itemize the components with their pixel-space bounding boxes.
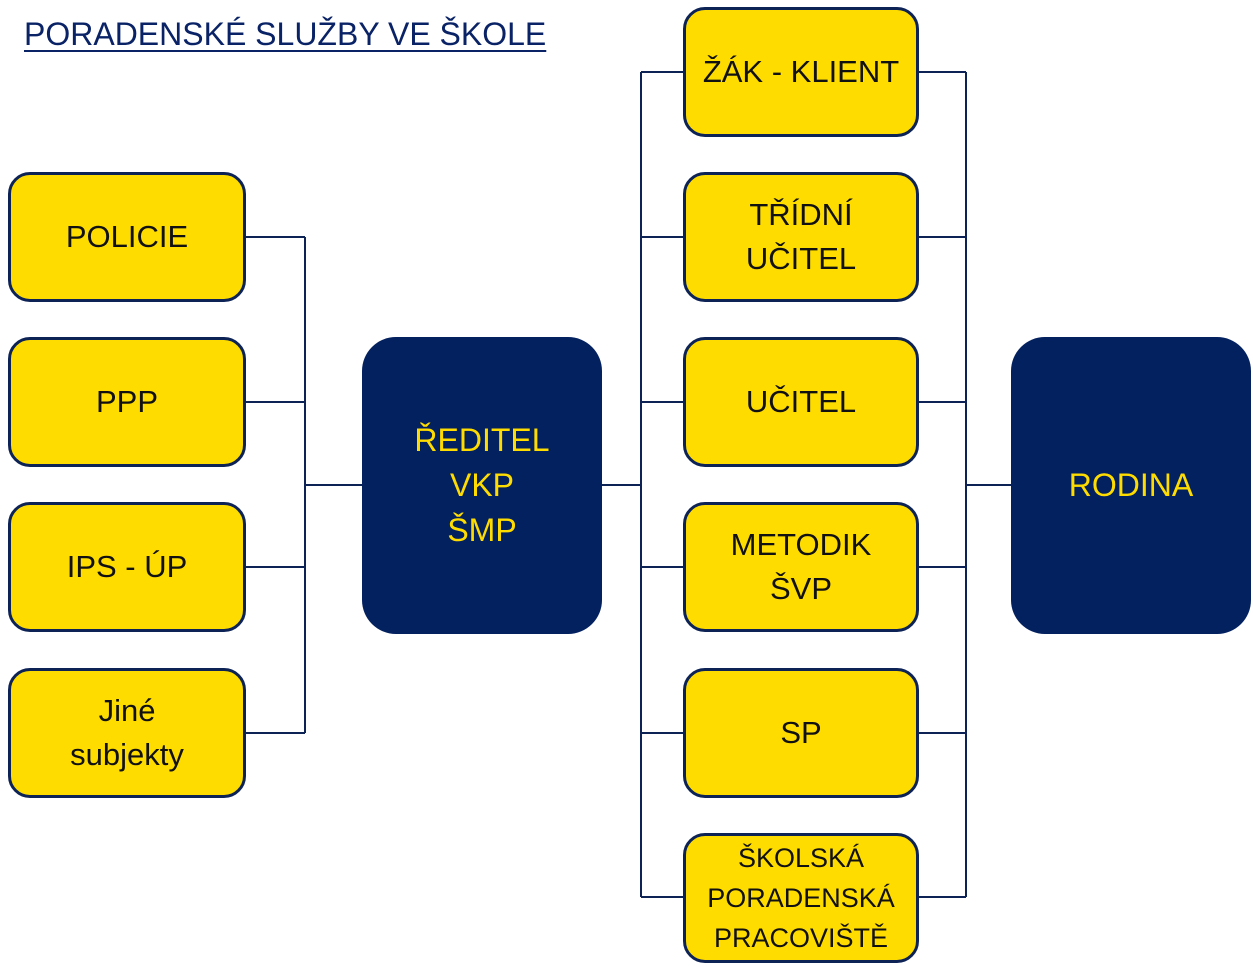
box-ips-up: IPS - ÚP bbox=[8, 502, 246, 632]
box-sp: SP bbox=[683, 668, 919, 798]
hub-label: RODINA bbox=[1068, 467, 1194, 503]
diagram-title: PORADENSKÉ SLUŽBY VE ŠKOLE bbox=[24, 16, 547, 52]
box-label-line-3: PRACOVIŠTĚ bbox=[713, 923, 889, 953]
box-label: UČITEL bbox=[745, 384, 857, 419]
hub-reditel: ŘEDITEL VKP ŠMP bbox=[362, 337, 602, 634]
box-label-line-1: Jiné bbox=[98, 693, 156, 728]
box-label-line-2: subjekty bbox=[70, 737, 184, 772]
box-label: IPS - ÚP bbox=[66, 549, 188, 584]
box-skolska-poradenska-pracoviste: ŠKOLSKÁ PORADENSKÁ PRACOVIŠTĚ bbox=[683, 833, 919, 963]
box-label-line-2: ŠVP bbox=[769, 571, 833, 606]
box-metodik-svp: METODIK ŠVP bbox=[683, 502, 919, 632]
box-label: POLICIE bbox=[65, 219, 189, 254]
box-label-line-2: UČITEL bbox=[745, 241, 857, 276]
box-label: SP bbox=[780, 715, 822, 750]
box-label: PPP bbox=[95, 384, 159, 419]
box-label-line-1: METODIK bbox=[730, 527, 872, 562]
hub-rodina: RODINA bbox=[1011, 337, 1251, 634]
box-policie: POLICIE bbox=[8, 172, 246, 302]
box-jine-subjekty: Jiné subjekty bbox=[8, 668, 246, 798]
hub-label-line-1: ŘEDITEL bbox=[414, 422, 550, 458]
hub-label-line-3: ŠMP bbox=[447, 512, 517, 548]
box-ppp: PPP bbox=[8, 337, 246, 467]
box-label-line-1: TŘÍDNÍ bbox=[749, 197, 853, 232]
box-label-line-1: ŠKOLSKÁ bbox=[737, 843, 865, 873]
box-label: ŽÁK - KLIENT bbox=[702, 54, 900, 89]
box-zak-klient: ŽÁK - KLIENT bbox=[683, 7, 919, 137]
box-ucitel: UČITEL bbox=[683, 337, 919, 467]
box-tridni-ucitel: TŘÍDNÍ UČITEL bbox=[683, 172, 919, 302]
hub-label-line-2: VKP bbox=[449, 467, 515, 503]
box-label-line-2: PORADENSKÁ bbox=[707, 883, 895, 913]
